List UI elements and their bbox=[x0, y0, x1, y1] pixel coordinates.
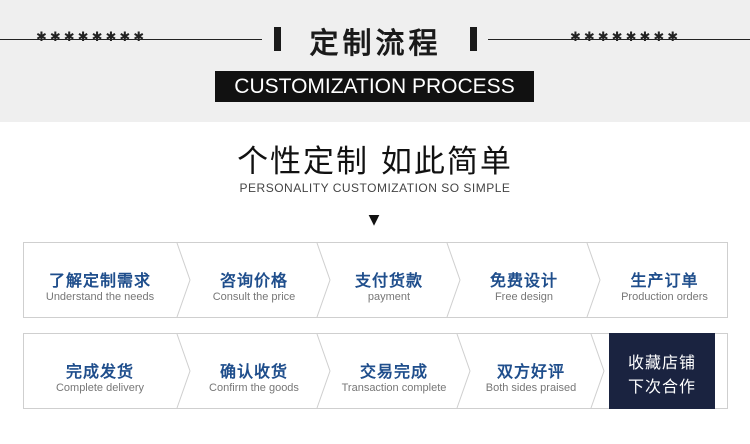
step-label-en: Confirm the goods bbox=[209, 382, 299, 394]
step-label-en: Complete delivery bbox=[55, 382, 145, 394]
chevron-right-icon bbox=[446, 243, 461, 317]
intro-subtitle: PERSONALITY CUSTOMIZATION SO SIMPLE bbox=[239, 181, 511, 195]
step-label: 完成发货 bbox=[65, 362, 134, 381]
step-understand-needs: 了解定制需求 Understand the needs bbox=[24, 243, 176, 317]
step-label: 免费设计 bbox=[489, 271, 558, 290]
step-label-en: Understand the needs bbox=[45, 291, 155, 303]
process-row-2: 完成发货 Complete delivery 确认收货 Confirm the … bbox=[23, 333, 728, 409]
step-label-en: Consult the price bbox=[212, 291, 296, 303]
step-label: 生产订单 bbox=[630, 271, 699, 290]
page-subtitle-en: CUSTOMIZATION PROCESS bbox=[215, 71, 534, 102]
step-label: 交易完成 bbox=[359, 362, 428, 381]
ornament-line bbox=[488, 39, 750, 40]
favorite-store-label: 收藏店铺 bbox=[627, 353, 696, 372]
header-banner: ✱✱✱✱✱✱✱✱ 定制流程 ✱✱✱✱✱✱✱✱ CUSTOMIZATION PRO… bbox=[0, 0, 750, 122]
chevron-right-icon bbox=[176, 243, 191, 317]
ornament-left: ✱✱✱✱✱✱✱✱ bbox=[0, 31, 262, 44]
step-label: 咨询价格 bbox=[219, 271, 288, 290]
title-bar-right bbox=[470, 27, 477, 51]
flower-ornament-icon: ✱✱✱✱✱✱✱✱ bbox=[570, 30, 682, 45]
next-cooperation-label: 下次合作 bbox=[627, 377, 696, 396]
flower-ornament-icon: ✱✱✱✱✱✱✱✱ bbox=[36, 30, 148, 45]
process-row-1: 了解定制需求 Understand the needs 咨询价格 Consult… bbox=[23, 242, 728, 318]
step-label-en: Transaction complete bbox=[341, 382, 447, 394]
favorite-store-button[interactable]: 收藏店铺 下次合作 bbox=[609, 333, 715, 409]
intro-title: 个性定制 如此简单 bbox=[237, 144, 513, 180]
ornament-right: ✱✱✱✱✱✱✱✱ bbox=[488, 31, 750, 44]
chevron-right-icon bbox=[456, 334, 471, 408]
step-free-design: 免费设计 Free design bbox=[462, 243, 586, 317]
ornament-line bbox=[0, 39, 262, 40]
step-both-praised: 双方好评 Both sides praised bbox=[472, 334, 590, 408]
step-complete-delivery: 完成发货 Complete delivery bbox=[24, 334, 176, 408]
step-confirm-goods: 确认收货 Confirm the goods bbox=[192, 334, 316, 408]
step-label: 了解定制需求 bbox=[48, 271, 151, 290]
step-transaction-complete: 交易完成 Transaction complete bbox=[332, 334, 456, 408]
chevron-right-icon bbox=[590, 334, 605, 408]
step-production-orders: 生产订单 Production orders bbox=[602, 243, 727, 317]
step-label: 确认收货 bbox=[219, 362, 288, 381]
chevron-right-icon bbox=[586, 243, 601, 317]
chevron-right-icon bbox=[316, 334, 331, 408]
chevron-right-icon bbox=[176, 334, 191, 408]
down-arrow-icon: ▼ bbox=[368, 212, 380, 228]
step-label-en: Production orders bbox=[621, 291, 708, 303]
step-consult-price: 咨询价格 Consult the price bbox=[192, 243, 316, 317]
title-bar-left bbox=[274, 27, 281, 51]
step-label-en: payment bbox=[367, 291, 411, 303]
step-label-en: Free design bbox=[494, 291, 554, 303]
step-label-en: Both sides praised bbox=[485, 382, 577, 394]
chevron-right-icon bbox=[316, 243, 331, 317]
step-label: 支付货款 bbox=[354, 271, 423, 290]
step-payment: 支付货款 payment bbox=[332, 243, 446, 317]
page-title: 定制流程 bbox=[309, 26, 442, 60]
step-label: 双方好评 bbox=[496, 362, 565, 381]
